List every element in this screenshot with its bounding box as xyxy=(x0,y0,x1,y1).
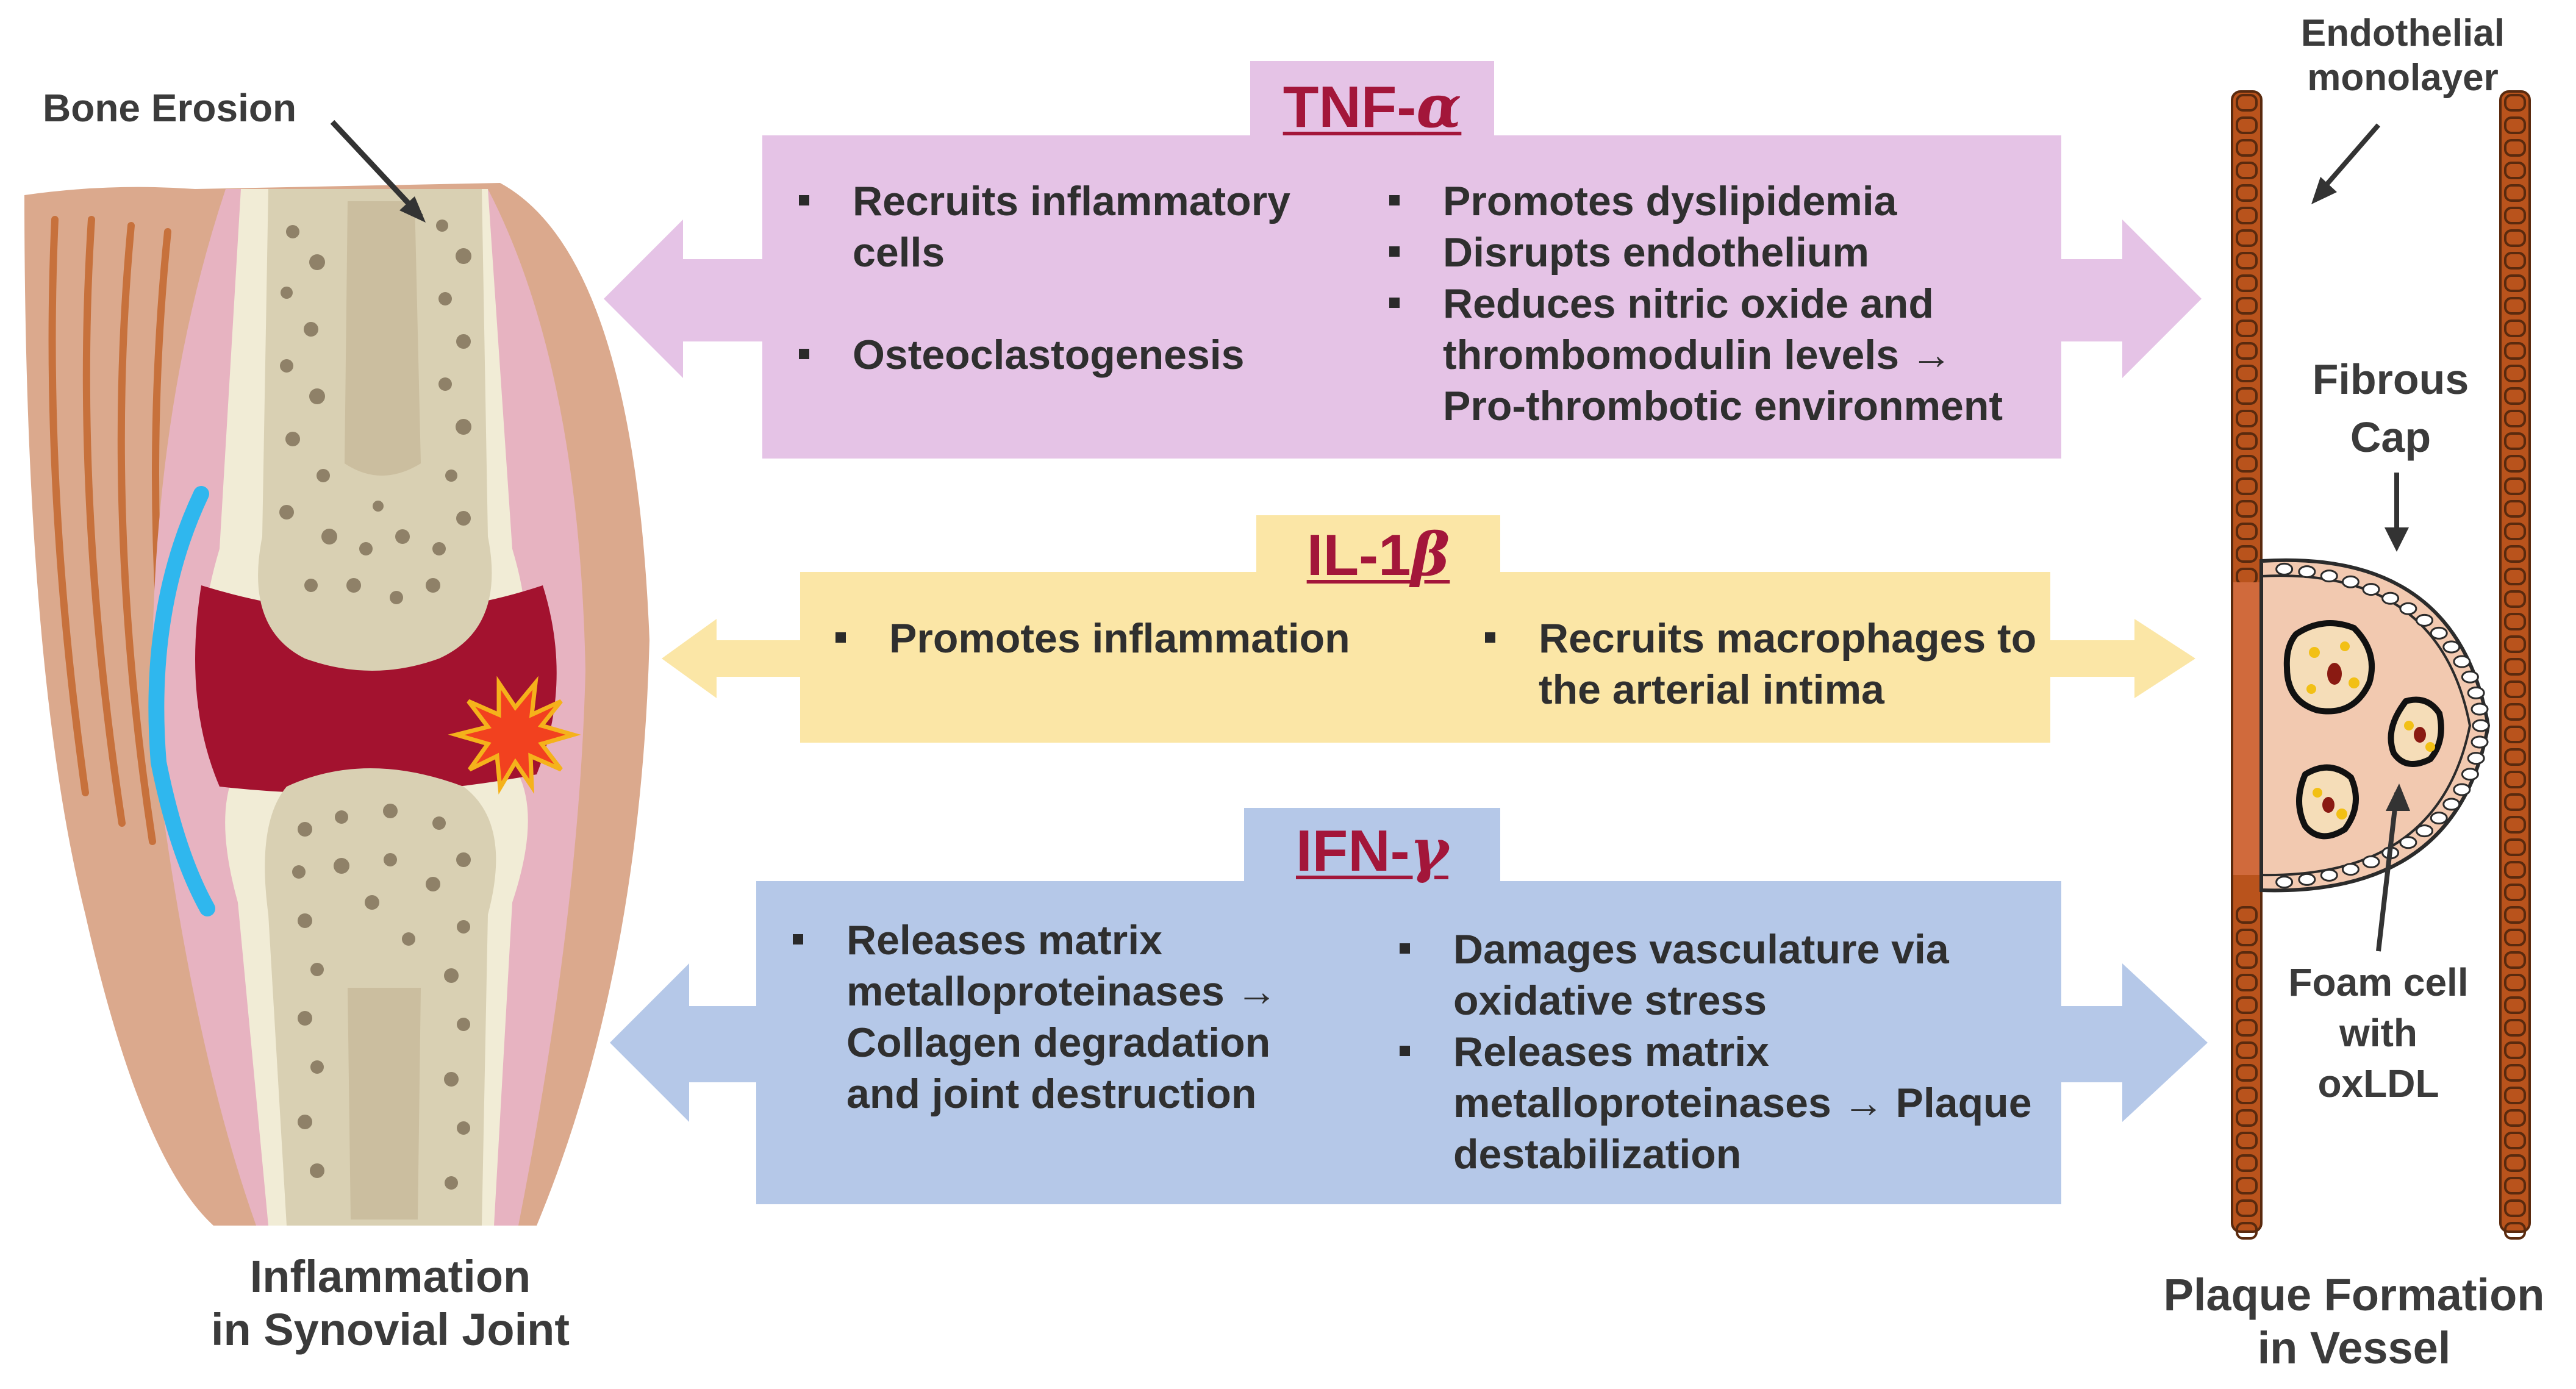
erosion-burst-icon xyxy=(448,676,581,794)
ifn-panel xyxy=(756,881,2061,1204)
il1-title: IL-1β xyxy=(1256,515,1500,589)
ifn-left-list: Releases matrix metalloproteinases → Col… xyxy=(787,915,1311,1119)
tnf-right-list: Promotes dyslipidemia Disrupts endotheli… xyxy=(1383,176,2042,432)
bone-erosion-label: Bone Erosion xyxy=(43,86,297,130)
vessel-illustration xyxy=(2231,90,2531,1240)
vessel-caption-line2: in Vessel xyxy=(2257,1323,2451,1374)
list-item: Releases matrix metalloproteinases → Col… xyxy=(787,915,1311,1119)
vessel-caption-line1: Plaque Formation xyxy=(2163,1269,2545,1320)
tnf-panel xyxy=(762,135,2061,459)
list-item: Damages vasculature via oxidative stress xyxy=(1394,924,2052,1026)
joint-caption-line2: in Synovial Joint xyxy=(211,1304,570,1355)
ifn-right-list: Damages vasculature via oxidative stress… xyxy=(1394,924,2052,1180)
ifn-title: IFN-γ xyxy=(1244,808,1500,890)
ifn-title-greek: γ xyxy=(1409,816,1448,885)
fibrous-cap-line2: Cap xyxy=(2350,413,2431,461)
il1-title-greek: β xyxy=(1411,520,1450,589)
endothelial-label: Endothelial monolayer xyxy=(2256,11,2549,100)
foam-cell-label: Foam cell with oxLDL xyxy=(2256,957,2500,1110)
tnf-title-greek: α xyxy=(1416,72,1462,141)
list-item: Reduces nitric oxide and thrombomodulin … xyxy=(1383,278,2042,432)
list-item: Recruits inflammatory cells xyxy=(793,176,1342,278)
endothelial-label-line2: monolayer xyxy=(2307,57,2499,99)
tnf-left-list: Recruits inflammatory cells Osteoclastog… xyxy=(793,176,1342,380)
list-item: Promotes dyslipidemia xyxy=(1383,176,2042,227)
il1-right-list: Recruits macrophages to the arterial int… xyxy=(1479,613,2040,715)
ifn-title-prefix: IFN- xyxy=(1296,818,1410,884)
fibrous-cap-line1: Fibrous xyxy=(2312,355,2469,403)
foam-cell-line3: oxLDL xyxy=(2317,1062,2439,1106)
plaque xyxy=(2259,558,2491,893)
foam-cell-line1: Foam cell xyxy=(2288,960,2469,1004)
list-item: Releases matrix metalloproteinases → Pla… xyxy=(1394,1026,2052,1180)
tnf-title: TNF-α xyxy=(1250,61,1494,146)
list-item: Osteoclastogenesis xyxy=(793,329,1342,380)
list-item: Recruits macrophages to the arterial int… xyxy=(1479,613,2040,715)
joint-caption-line1: Inflammation xyxy=(249,1251,531,1302)
il1-title-prefix: IL-1 xyxy=(1306,523,1411,588)
synovial-membrane xyxy=(148,486,215,916)
il1-panel xyxy=(800,572,2050,743)
endothelial-label-line1: Endothelial xyxy=(2300,12,2505,54)
list-item: Disrupts endothelium xyxy=(1383,227,2042,278)
fibrous-cap-label: Fibrous Cap xyxy=(2287,351,2494,466)
vessel-caption: Plaque Formation in Vessel xyxy=(2134,1268,2574,1375)
synovial-joint-illustration xyxy=(24,120,649,1226)
foam-cell-line2: with xyxy=(2339,1011,2417,1055)
endothelial-wall-right xyxy=(2499,90,2531,1233)
joint-caption: Inflammation in Synovial Joint xyxy=(134,1250,646,1357)
list-item: Promotes inflammation xyxy=(829,613,1378,664)
il1-left-list: Promotes inflammation xyxy=(829,613,1378,664)
tnf-title-prefix: TNF- xyxy=(1283,74,1417,140)
